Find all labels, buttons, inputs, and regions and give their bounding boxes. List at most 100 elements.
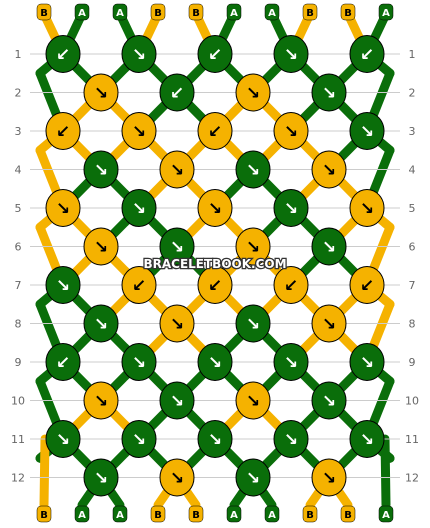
top-strand-label-box [112,3,128,21]
knot-arrow-icon: ↘ [94,84,108,104]
row-number-left: 5 [15,202,22,215]
knot [235,150,271,189]
knot-arrow-icon: ↘ [132,353,146,373]
knot [121,343,157,381]
row-number-right: 7 [409,279,416,292]
knot [159,73,195,112]
bottom-strand-label: B [154,510,162,521]
bottom-strand-label-box [188,505,204,523]
knot-arrow-icon: ↘ [322,315,336,335]
row-number-left: 2 [15,87,22,100]
knot [45,420,81,458]
knot [121,266,157,304]
knot-arrow-icon: ↘ [170,161,184,181]
row-number-left: 7 [15,279,22,292]
knot [159,458,195,497]
knot [273,189,309,227]
top-strand-label: B [192,8,200,19]
knot-arrow-icon: ↘ [322,161,336,181]
knot-arrow-icon: ↙ [208,45,222,65]
knot [159,304,195,343]
knot [197,343,233,381]
row-number-right: 9 [409,356,416,369]
knot [197,266,233,304]
knot-arrow-icon: ↘ [208,199,222,219]
knot-arrow-icon: ↘ [284,199,298,219]
strand-segment [380,434,391,510]
knot-arrow-icon: ↘ [170,392,184,412]
row-number-right: 11 [405,433,419,446]
knot-arrow-icon: ↘ [208,353,222,373]
knot-arrow-icon: ↘ [94,161,108,181]
top-strand-label-box [226,3,242,21]
knot-arrow-icon: ↘ [56,276,70,296]
bottom-strand-label-box [36,505,52,523]
row-number-right: 4 [409,164,416,177]
knot-arrow-icon: ↘ [170,315,184,335]
top-strand-label: A [230,8,238,19]
watermark-text: BRACELETBOOK.COM [143,257,286,271]
bottom-strand-label-box [226,505,242,523]
row-number-right: 8 [409,318,416,331]
knot-arrow-icon: ↘ [94,392,108,412]
bottom-strand-label-box [340,505,356,523]
top-strand-label: B [306,8,314,19]
knot-arrow-icon: ↘ [170,238,184,258]
knot [273,343,309,381]
knot [311,458,347,497]
knot-arrow-icon: ↘ [246,392,260,412]
top-strand-label-box [378,3,394,21]
row-number-right: 5 [409,202,416,215]
knot-arrow-icon: ↘ [360,353,374,373]
bottom-strand-label-box [112,505,128,523]
row-number-left: 1 [15,48,22,61]
row-number-right: 12 [405,472,419,485]
bottom-strand-label-box [150,505,166,523]
knot [349,35,385,73]
knot [235,304,271,343]
knot [235,227,271,266]
knot-arrow-icon: ↘ [246,238,260,258]
knot [121,420,157,458]
knot [349,112,385,150]
knot [121,35,157,73]
knot [311,381,347,420]
bottom-strand-label-box [264,505,280,523]
row-number-right: 10 [405,395,419,408]
knot-arrow-icon: ↘ [284,430,298,450]
bottom-strand-label: A [78,510,86,521]
knot [311,150,347,189]
knot [45,266,81,304]
knot-arrow-icon: ↙ [132,276,146,296]
bottom-strand-label: A [116,510,124,521]
bottom-strand-label: B [192,510,200,521]
knot-arrow-icon: ↘ [284,122,298,142]
knot [83,73,119,112]
knot-arrow-icon: ↘ [360,430,374,450]
row-number-right: 6 [409,241,416,254]
knot [121,189,157,227]
strand-segment [39,434,50,510]
top-strand-label-box [36,3,52,21]
knot-arrow-icon: ↙ [360,45,374,65]
knot-arrow-icon: ↘ [246,469,260,489]
knot [311,304,347,343]
knot [349,189,385,227]
knot-arrow-icon: ↙ [56,353,70,373]
knot [83,150,119,189]
knot [235,73,271,112]
knot-arrow-icon: ↘ [56,199,70,219]
top-strand-label: B [344,8,352,19]
knot-arrow-icon: ↘ [132,122,146,142]
top-strand-label-box [340,3,356,21]
knot [83,304,119,343]
knot-arrow-icon: ↘ [94,315,108,335]
knot [159,381,195,420]
knot-arrow-icon: ↘ [94,238,108,258]
knot-arrow-icon: ↘ [322,469,336,489]
knot-arrow-icon: ↘ [360,122,374,142]
knot-arrow-icon: ↘ [208,430,222,450]
knot [83,458,119,497]
